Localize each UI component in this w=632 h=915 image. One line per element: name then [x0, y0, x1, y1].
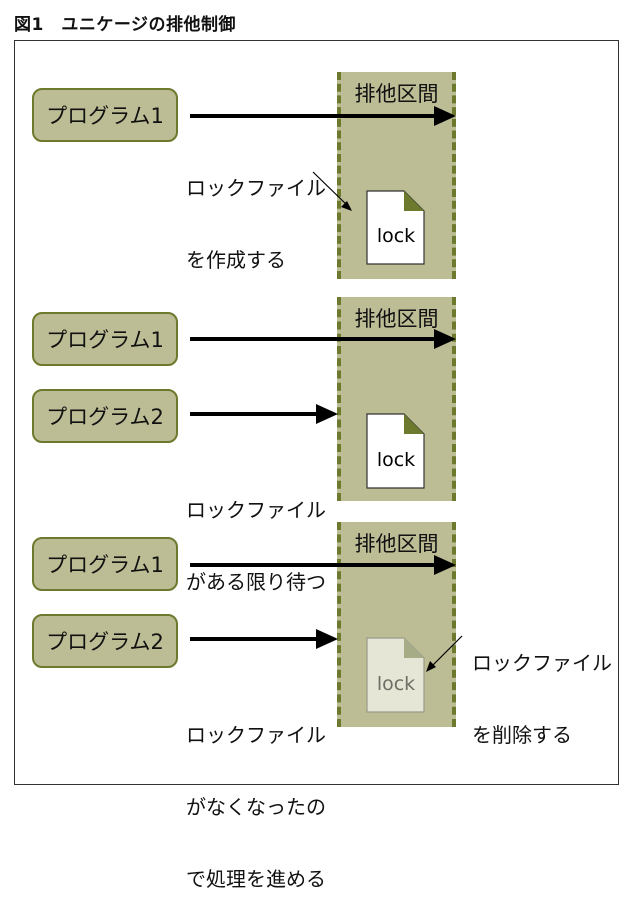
zone-label: 排他区間 [354, 532, 439, 556]
note-line: ロックファイル [472, 651, 612, 675]
note-create-lock: ロックファイル を作成する [186, 128, 326, 296]
note-line: ロックファイル [186, 176, 326, 200]
arrow-icon [190, 106, 456, 126]
diagram-frame [14, 40, 619, 785]
arrow-icon [190, 555, 456, 575]
program1-box-panel1: プログラム1 [32, 88, 178, 142]
note-line: ロックファイル [186, 723, 326, 747]
pointer-arrow-icon [312, 171, 352, 211]
zone-label: 排他区間 [354, 82, 439, 106]
note-line: を作成する [186, 248, 286, 272]
file-icon [366, 637, 425, 713]
diagram-graphics: lock lock lock [190, 106, 463, 713]
exclusive-zone-1: 排他区間 [337, 72, 456, 279]
program1-box-panel3: プログラム1 [32, 537, 178, 591]
file-icon [366, 413, 425, 489]
lock-file-label: lock [377, 225, 415, 247]
program2-box-panel3: プログラム2 [32, 614, 178, 668]
zone-label: 排他区間 [354, 307, 439, 331]
arrow-icon [190, 404, 338, 424]
file-icon [366, 190, 425, 265]
note-line: がある限り待つ [186, 570, 326, 594]
note-line: で処理を進める [186, 867, 326, 891]
program1-box-panel2: プログラム1 [32, 312, 178, 366]
note-line: がなくなったの [186, 795, 326, 819]
arrow-icon [190, 329, 456, 349]
note-delete-lock: ロックファイル を削除する [472, 603, 612, 771]
program2-box-panel2: プログラム2 [32, 389, 178, 443]
note-wait-lock: ロックファイル がある限り待つ [186, 450, 326, 618]
lock-file-label: lock [377, 449, 415, 471]
pointer-arrow-icon [426, 635, 463, 672]
lock-file-label: lock [377, 673, 415, 695]
note-line: を削除する [472, 723, 572, 747]
note-line: ロックファイル [186, 498, 326, 522]
figure-title: 図1 ユニケージの排他制御 [14, 15, 236, 35]
arrow-icon [190, 629, 338, 649]
